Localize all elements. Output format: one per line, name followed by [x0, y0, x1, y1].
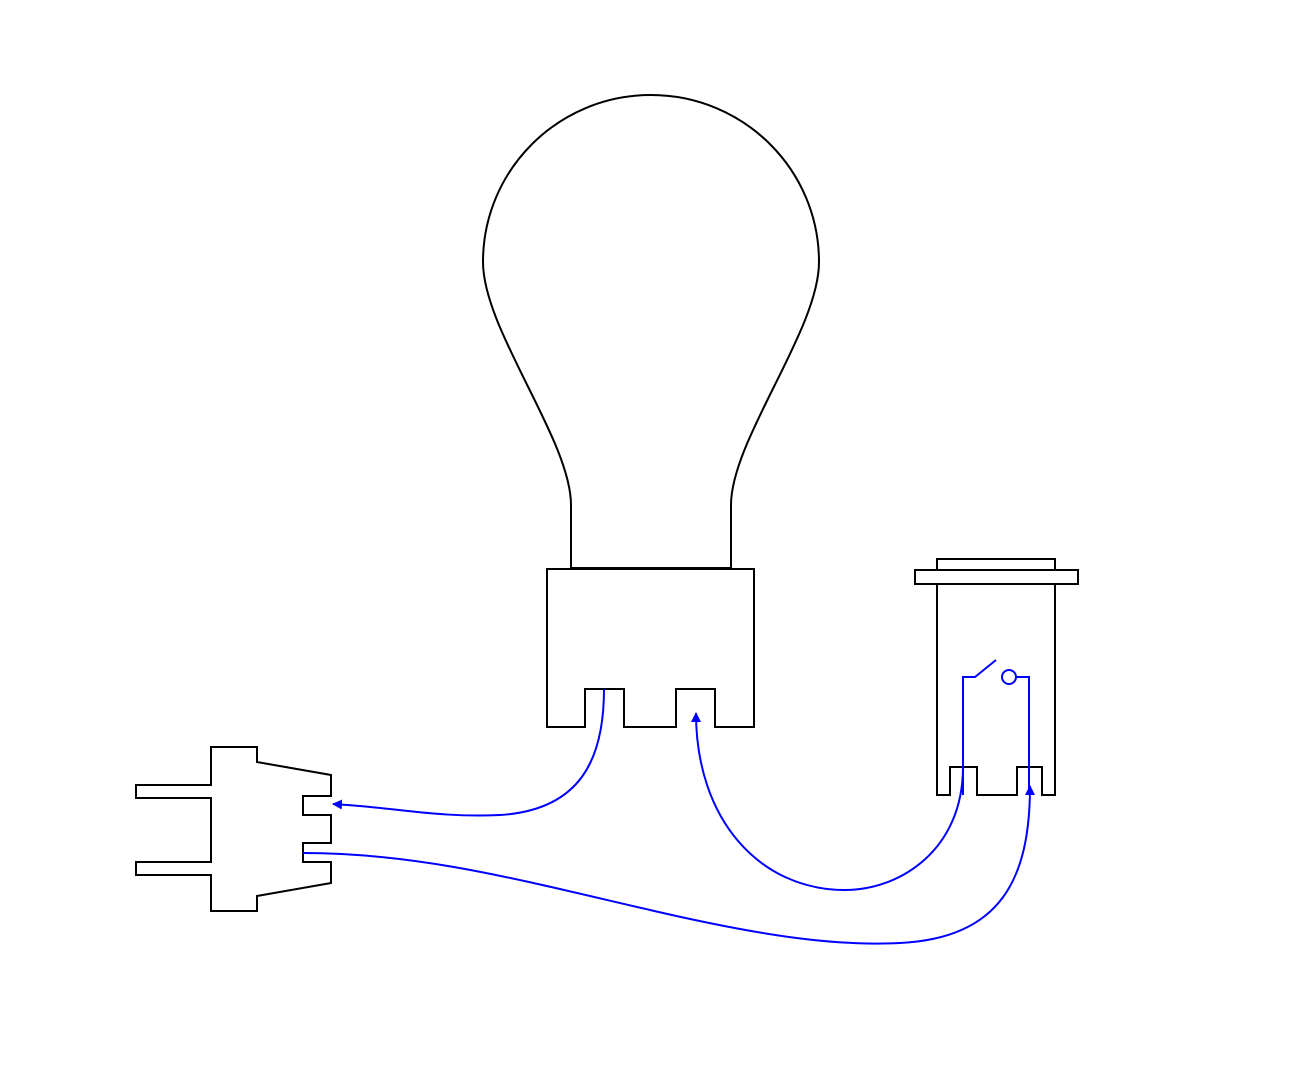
switch-contact-lead: [1016, 676, 1030, 795]
plug-body: [135, 746, 332, 912]
switch-contact-symbol: [962, 659, 1030, 795]
wire-bulb-to-plug: [332, 688, 605, 817]
bulb-glass: [481, 93, 821, 569]
switch-cap-top: [936, 558, 1056, 571]
wires: [302, 688, 1035, 945]
bulb-base: [546, 568, 755, 728]
switch-lever: [962, 659, 997, 795]
light-bulb: [481, 93, 821, 728]
switch-body: [936, 583, 1056, 796]
wire-plug-to-switch: [302, 785, 1035, 945]
switch-box: [914, 558, 1079, 796]
wall-plug: [135, 746, 332, 912]
switch-cap-plate: [914, 569, 1079, 585]
wire-switch-to-bulb: [691, 712, 964, 892]
